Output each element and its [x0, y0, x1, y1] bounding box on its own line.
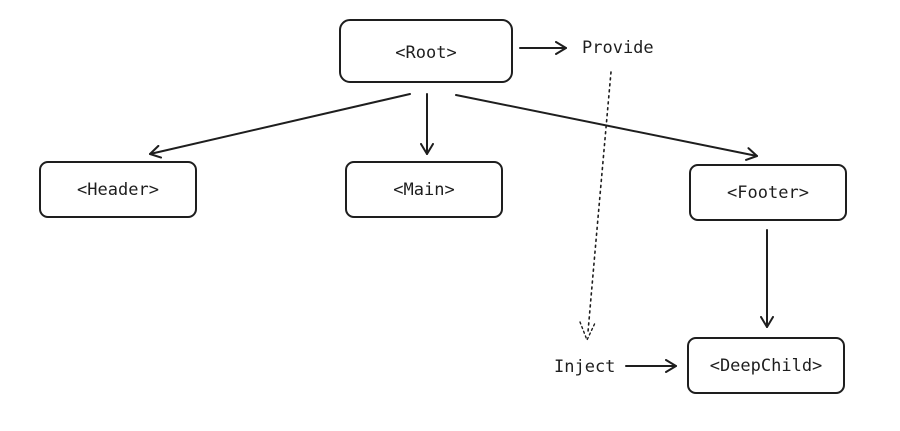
dotted-arrowhead-icon	[579, 321, 596, 342]
edge-root-to-header	[149, 93, 411, 159]
node-root[interactable]: <Root>	[339, 19, 513, 83]
node-footer[interactable]: <Footer>	[689, 164, 847, 221]
node-main[interactable]: <Main>	[345, 161, 503, 218]
provide-label: Provide	[582, 38, 654, 58]
provide-to-inject-dotted-arrow	[587, 71, 612, 333]
node-header-label: <Header>	[77, 180, 159, 200]
node-root-label: <Root>	[395, 43, 456, 63]
node-header[interactable]: <Header>	[39, 161, 197, 218]
node-main-label: <Main>	[393, 180, 454, 200]
node-deepchild[interactable]: <DeepChild>	[687, 337, 845, 394]
node-deepchild-label: <DeepChild>	[710, 356, 823, 376]
inject-label: Inject	[554, 357, 615, 377]
node-footer-label: <Footer>	[727, 183, 809, 203]
